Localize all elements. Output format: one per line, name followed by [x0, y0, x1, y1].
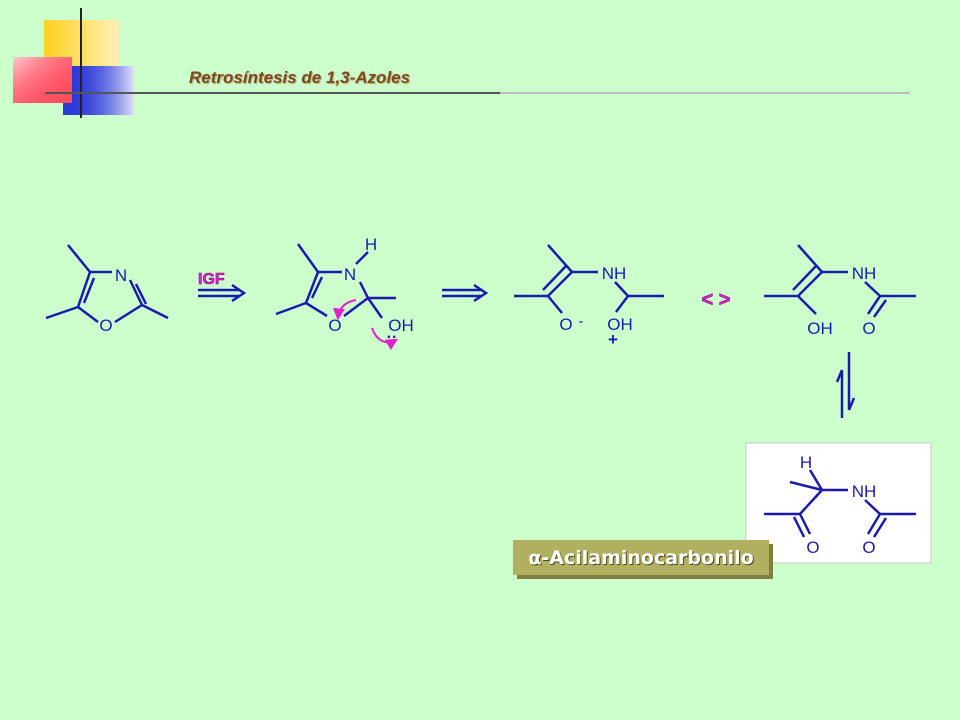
minus-charge: -	[579, 313, 584, 330]
bond	[547, 244, 573, 273]
atom-oh: OH	[388, 316, 414, 335]
bond	[808, 469, 824, 491]
atom-oh: OH	[607, 315, 633, 334]
bond	[76, 271, 92, 308]
lone-pair-dots: ··	[387, 329, 398, 346]
bond	[45, 305, 79, 320]
alpha-symbol: α	[528, 546, 542, 569]
atom-h: H	[365, 235, 377, 254]
arrow-head	[835, 369, 844, 383]
atom-h: H	[800, 453, 812, 472]
atom-n: N	[115, 266, 127, 285]
bond	[77, 306, 99, 323]
bond	[82, 277, 96, 304]
slide-title: Retrosíntesis de 1,3-Azoles	[189, 68, 411, 87]
alpha-acylaminocarbonyl-label: α-Acilaminocarbonilo	[513, 540, 769, 575]
bond	[114, 303, 143, 324]
bond	[275, 301, 307, 316]
retro-arrow-2	[442, 283, 489, 303]
bond	[797, 295, 817, 315]
bond	[134, 283, 148, 305]
atom-nh: NH	[602, 264, 627, 283]
bond	[615, 295, 629, 313]
bond	[128, 279, 144, 306]
atom-n: N	[344, 265, 356, 284]
bond	[366, 297, 384, 319]
electron-push-arrow	[332, 299, 357, 321]
bond	[305, 301, 328, 318]
intermediate-molecule	[275, 243, 396, 319]
bond	[67, 244, 91, 273]
retro-arrow-1	[198, 283, 247, 303]
electron-push-arrow	[371, 327, 399, 351]
badge-text: -Acilaminocarbonilo	[541, 546, 754, 569]
bond	[797, 271, 823, 297]
bond	[872, 299, 888, 318]
atom-nh: NH	[852, 264, 877, 283]
bond	[792, 265, 817, 291]
atom-o: O	[328, 316, 341, 335]
arrow-head	[847, 397, 856, 411]
enol-amide-molecule	[764, 244, 916, 318]
bond	[542, 265, 567, 291]
bond	[866, 295, 882, 315]
bond	[872, 517, 888, 538]
atom-nh: NH	[852, 482, 877, 501]
bond	[866, 513, 882, 535]
bond	[798, 513, 812, 535]
bond	[789, 480, 823, 492]
bond	[141, 303, 169, 320]
bond	[797, 244, 823, 273]
plus-charge: +	[608, 330, 618, 349]
atom-o: O	[806, 538, 819, 557]
resonance-arrow: < >	[702, 289, 731, 311]
red-square-gradient	[13, 57, 72, 103]
bond	[547, 295, 563, 314]
atom-o: O	[862, 538, 875, 557]
bond	[864, 281, 881, 297]
tautomer-arrow	[835, 352, 856, 418]
bond	[304, 271, 320, 304]
bond	[355, 251, 369, 265]
bond	[358, 281, 370, 299]
oxazole-molecule	[45, 244, 169, 324]
open-chain-ionic-molecule	[514, 244, 664, 314]
bond	[614, 281, 629, 297]
acylaminocarbonyl-molecule	[764, 469, 916, 538]
bond	[310, 276, 324, 299]
arrow-head	[473, 283, 489, 303]
target-molecule-box	[745, 442, 932, 564]
blue-square-gradient	[63, 66, 134, 115]
bond	[296, 243, 320, 273]
bond	[343, 297, 369, 317]
bond	[547, 271, 573, 297]
atom-o-minus: O	[559, 315, 572, 334]
atom-o: O	[99, 316, 112, 335]
atom-o: O	[862, 319, 875, 338]
igf-label: IGF	[198, 271, 225, 288]
atom-oh: OH	[807, 319, 833, 338]
bond	[792, 516, 806, 538]
bond	[864, 499, 881, 515]
arrow-head	[231, 283, 247, 303]
bond	[799, 489, 823, 515]
